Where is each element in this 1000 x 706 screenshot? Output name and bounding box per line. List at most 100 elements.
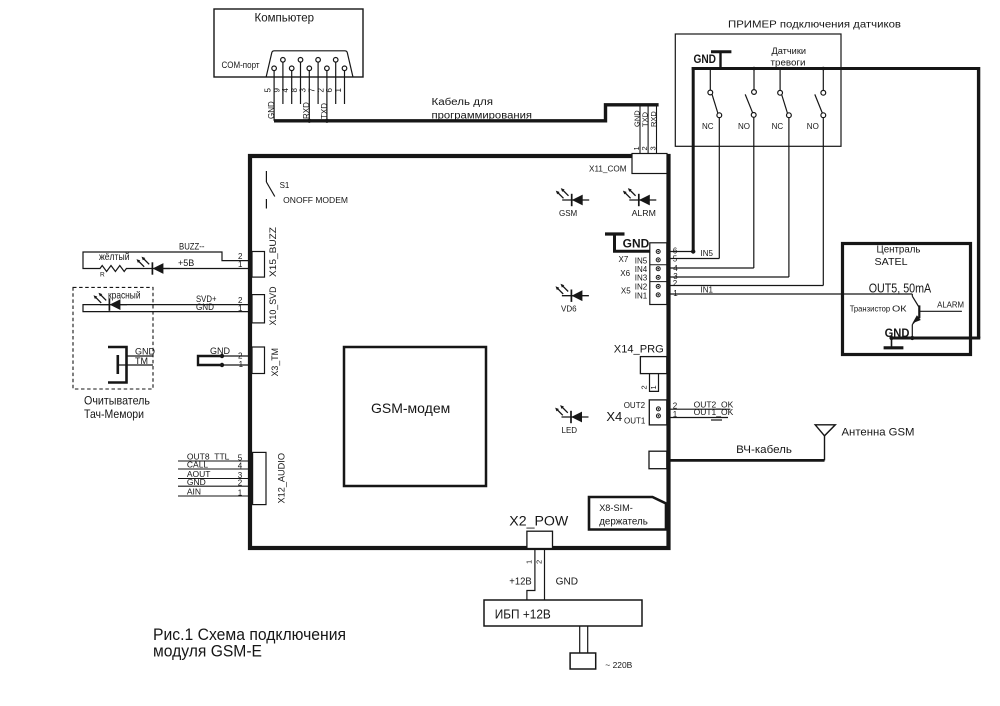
svg-text:X15_BUZZ: X15_BUZZ xyxy=(268,226,278,277)
svg-text:модуля GSM-E: модуля GSM-E xyxy=(153,643,262,661)
svg-text:OUT2_OK: OUT2_OK xyxy=(694,400,734,410)
svg-text:Рис.1 Схема подключения: Рис.1 Схема подключения xyxy=(153,626,346,644)
svg-text:3: 3 xyxy=(238,471,243,480)
svg-text:1: 1 xyxy=(632,146,641,150)
svg-text:NC: NC xyxy=(702,122,714,131)
svg-text:программирования: программирования xyxy=(432,111,533,122)
svg-text:тревоги: тревоги xyxy=(771,58,806,68)
svg-text:5: 5 xyxy=(238,453,243,462)
svg-text:S1: S1 xyxy=(280,181,290,190)
svg-text:GND: GND xyxy=(187,477,206,487)
svg-text:RXD: RXD xyxy=(649,111,658,127)
svg-text:9: 9 xyxy=(272,88,281,93)
svg-text:IN4: IN4 xyxy=(635,265,648,274)
svg-text:R: R xyxy=(100,272,105,279)
svg-text:NO: NO xyxy=(738,122,750,131)
svg-text:Очитыватель: Очитыватель xyxy=(84,394,150,408)
svg-text:8: 8 xyxy=(290,88,299,93)
svg-text:Кабель для: Кабель для xyxy=(432,96,494,108)
svg-text:3: 3 xyxy=(299,88,308,93)
svg-text:RXD: RXD xyxy=(302,102,311,119)
svg-text:IN5: IN5 xyxy=(701,249,714,258)
svg-text:2: 2 xyxy=(673,279,678,288)
svg-text:ВЧ-кабель: ВЧ-кабель xyxy=(736,444,792,456)
svg-text:TM: TM xyxy=(135,356,148,366)
svg-text:GND: GND xyxy=(135,347,156,357)
svg-text:~ 220В: ~ 220В xyxy=(605,661,632,670)
svg-text:+12В: +12В xyxy=(509,577,532,588)
svg-text:1: 1 xyxy=(649,385,658,389)
svg-text:OUT5, 50mA: OUT5, 50mA xyxy=(869,282,932,296)
svg-text:Централь: Централь xyxy=(877,244,921,256)
svg-text:Датчики: Датчики xyxy=(772,46,807,56)
svg-text:1: 1 xyxy=(525,560,534,564)
svg-text:GSM: GSM xyxy=(559,209,578,218)
svg-text:2: 2 xyxy=(640,146,649,150)
svg-text:5: 5 xyxy=(264,88,273,93)
svg-text:TXD: TXD xyxy=(641,111,650,127)
svg-text:X7: X7 xyxy=(619,255,629,264)
svg-text:GND: GND xyxy=(267,101,276,119)
svg-text:1: 1 xyxy=(239,360,244,369)
svg-text:NO: NO xyxy=(807,122,819,131)
svg-text:7: 7 xyxy=(308,88,317,93)
svg-text:4: 4 xyxy=(281,88,290,93)
svg-text:X3_TM: X3_TM xyxy=(270,348,280,377)
svg-text:OUT2: OUT2 xyxy=(624,401,646,410)
svg-text:SVD+: SVD+ xyxy=(196,294,217,304)
svg-text:ALARM: ALARM xyxy=(937,300,964,310)
svg-text:IN1: IN1 xyxy=(635,292,648,301)
svg-text:3: 3 xyxy=(649,146,658,150)
svg-text:OUT1_OK: OUT1_OK xyxy=(694,407,734,417)
svg-text:X5: X5 xyxy=(621,287,631,296)
svg-text:жёлтый: жёлтый xyxy=(99,251,130,263)
svg-text:1: 1 xyxy=(334,88,343,93)
svg-text:CALL: CALL xyxy=(187,460,209,470)
svg-text:GND: GND xyxy=(196,302,214,312)
svg-text:GND: GND xyxy=(210,346,231,356)
svg-text:X6: X6 xyxy=(620,269,630,278)
svg-text:COM-порт: COM-порт xyxy=(222,60,260,70)
svg-text:6: 6 xyxy=(325,88,334,93)
svg-text:GND: GND xyxy=(556,577,578,588)
svg-text:NC: NC xyxy=(772,122,784,131)
svg-text:ONOFF MODEM: ONOFF MODEM xyxy=(283,196,348,205)
svg-text:2: 2 xyxy=(316,88,325,93)
svg-text:Тач-Мемори: Тач-Мемори xyxy=(84,407,144,421)
svg-text:1: 1 xyxy=(238,488,243,497)
svg-text:ALRM: ALRM xyxy=(632,209,657,218)
svg-text:Компьютер: Компьютер xyxy=(255,11,315,25)
svg-text:GND: GND xyxy=(623,239,650,251)
svg-text:TXD: TXD xyxy=(320,103,329,119)
svg-text:X4: X4 xyxy=(606,409,622,424)
svg-text:LED: LED xyxy=(562,426,578,435)
svg-text:X12_AUDIO: X12_AUDIO xyxy=(277,453,287,504)
svg-text:IN1: IN1 xyxy=(701,285,714,294)
svg-text:IN5: IN5 xyxy=(635,257,648,266)
svg-text:2: 2 xyxy=(238,252,243,261)
svg-text:ИБП +12В: ИБП +12В xyxy=(495,608,551,622)
svg-text:1: 1 xyxy=(238,260,243,269)
svg-text:OUT8_TTL: OUT8_TTL xyxy=(187,452,230,462)
svg-text:IN2: IN2 xyxy=(635,283,648,292)
svg-text:2: 2 xyxy=(238,352,243,361)
svg-text:1: 1 xyxy=(238,304,243,313)
svg-text:Антенна GSM: Антенна GSM xyxy=(842,427,915,439)
svg-text:ПРИМЕР подключения датчиков: ПРИМЕР подключения датчиков xyxy=(728,20,901,31)
svg-text:X11_COM: X11_COM xyxy=(589,164,627,174)
svg-text:4: 4 xyxy=(238,461,243,470)
svg-text:Транзистор: Транзистор xyxy=(850,304,891,314)
svg-text:2: 2 xyxy=(238,479,243,488)
svg-text:AIN: AIN xyxy=(187,486,201,496)
svg-text:держатель: держатель xyxy=(599,517,648,528)
svg-text:GSM-модем: GSM-модем xyxy=(371,400,450,416)
svg-text:ОК: ОК xyxy=(892,304,907,314)
svg-text:2: 2 xyxy=(673,401,678,410)
svg-text:+5В: +5В xyxy=(178,258,194,268)
svg-text:X2_POW: X2_POW xyxy=(509,514,568,529)
svg-text:X8-SIM-: X8-SIM- xyxy=(599,503,633,514)
svg-text:1: 1 xyxy=(673,410,678,419)
svg-text:GND: GND xyxy=(694,54,717,66)
svg-text:OUT1: OUT1 xyxy=(624,417,646,426)
svg-text:5: 5 xyxy=(673,255,678,264)
